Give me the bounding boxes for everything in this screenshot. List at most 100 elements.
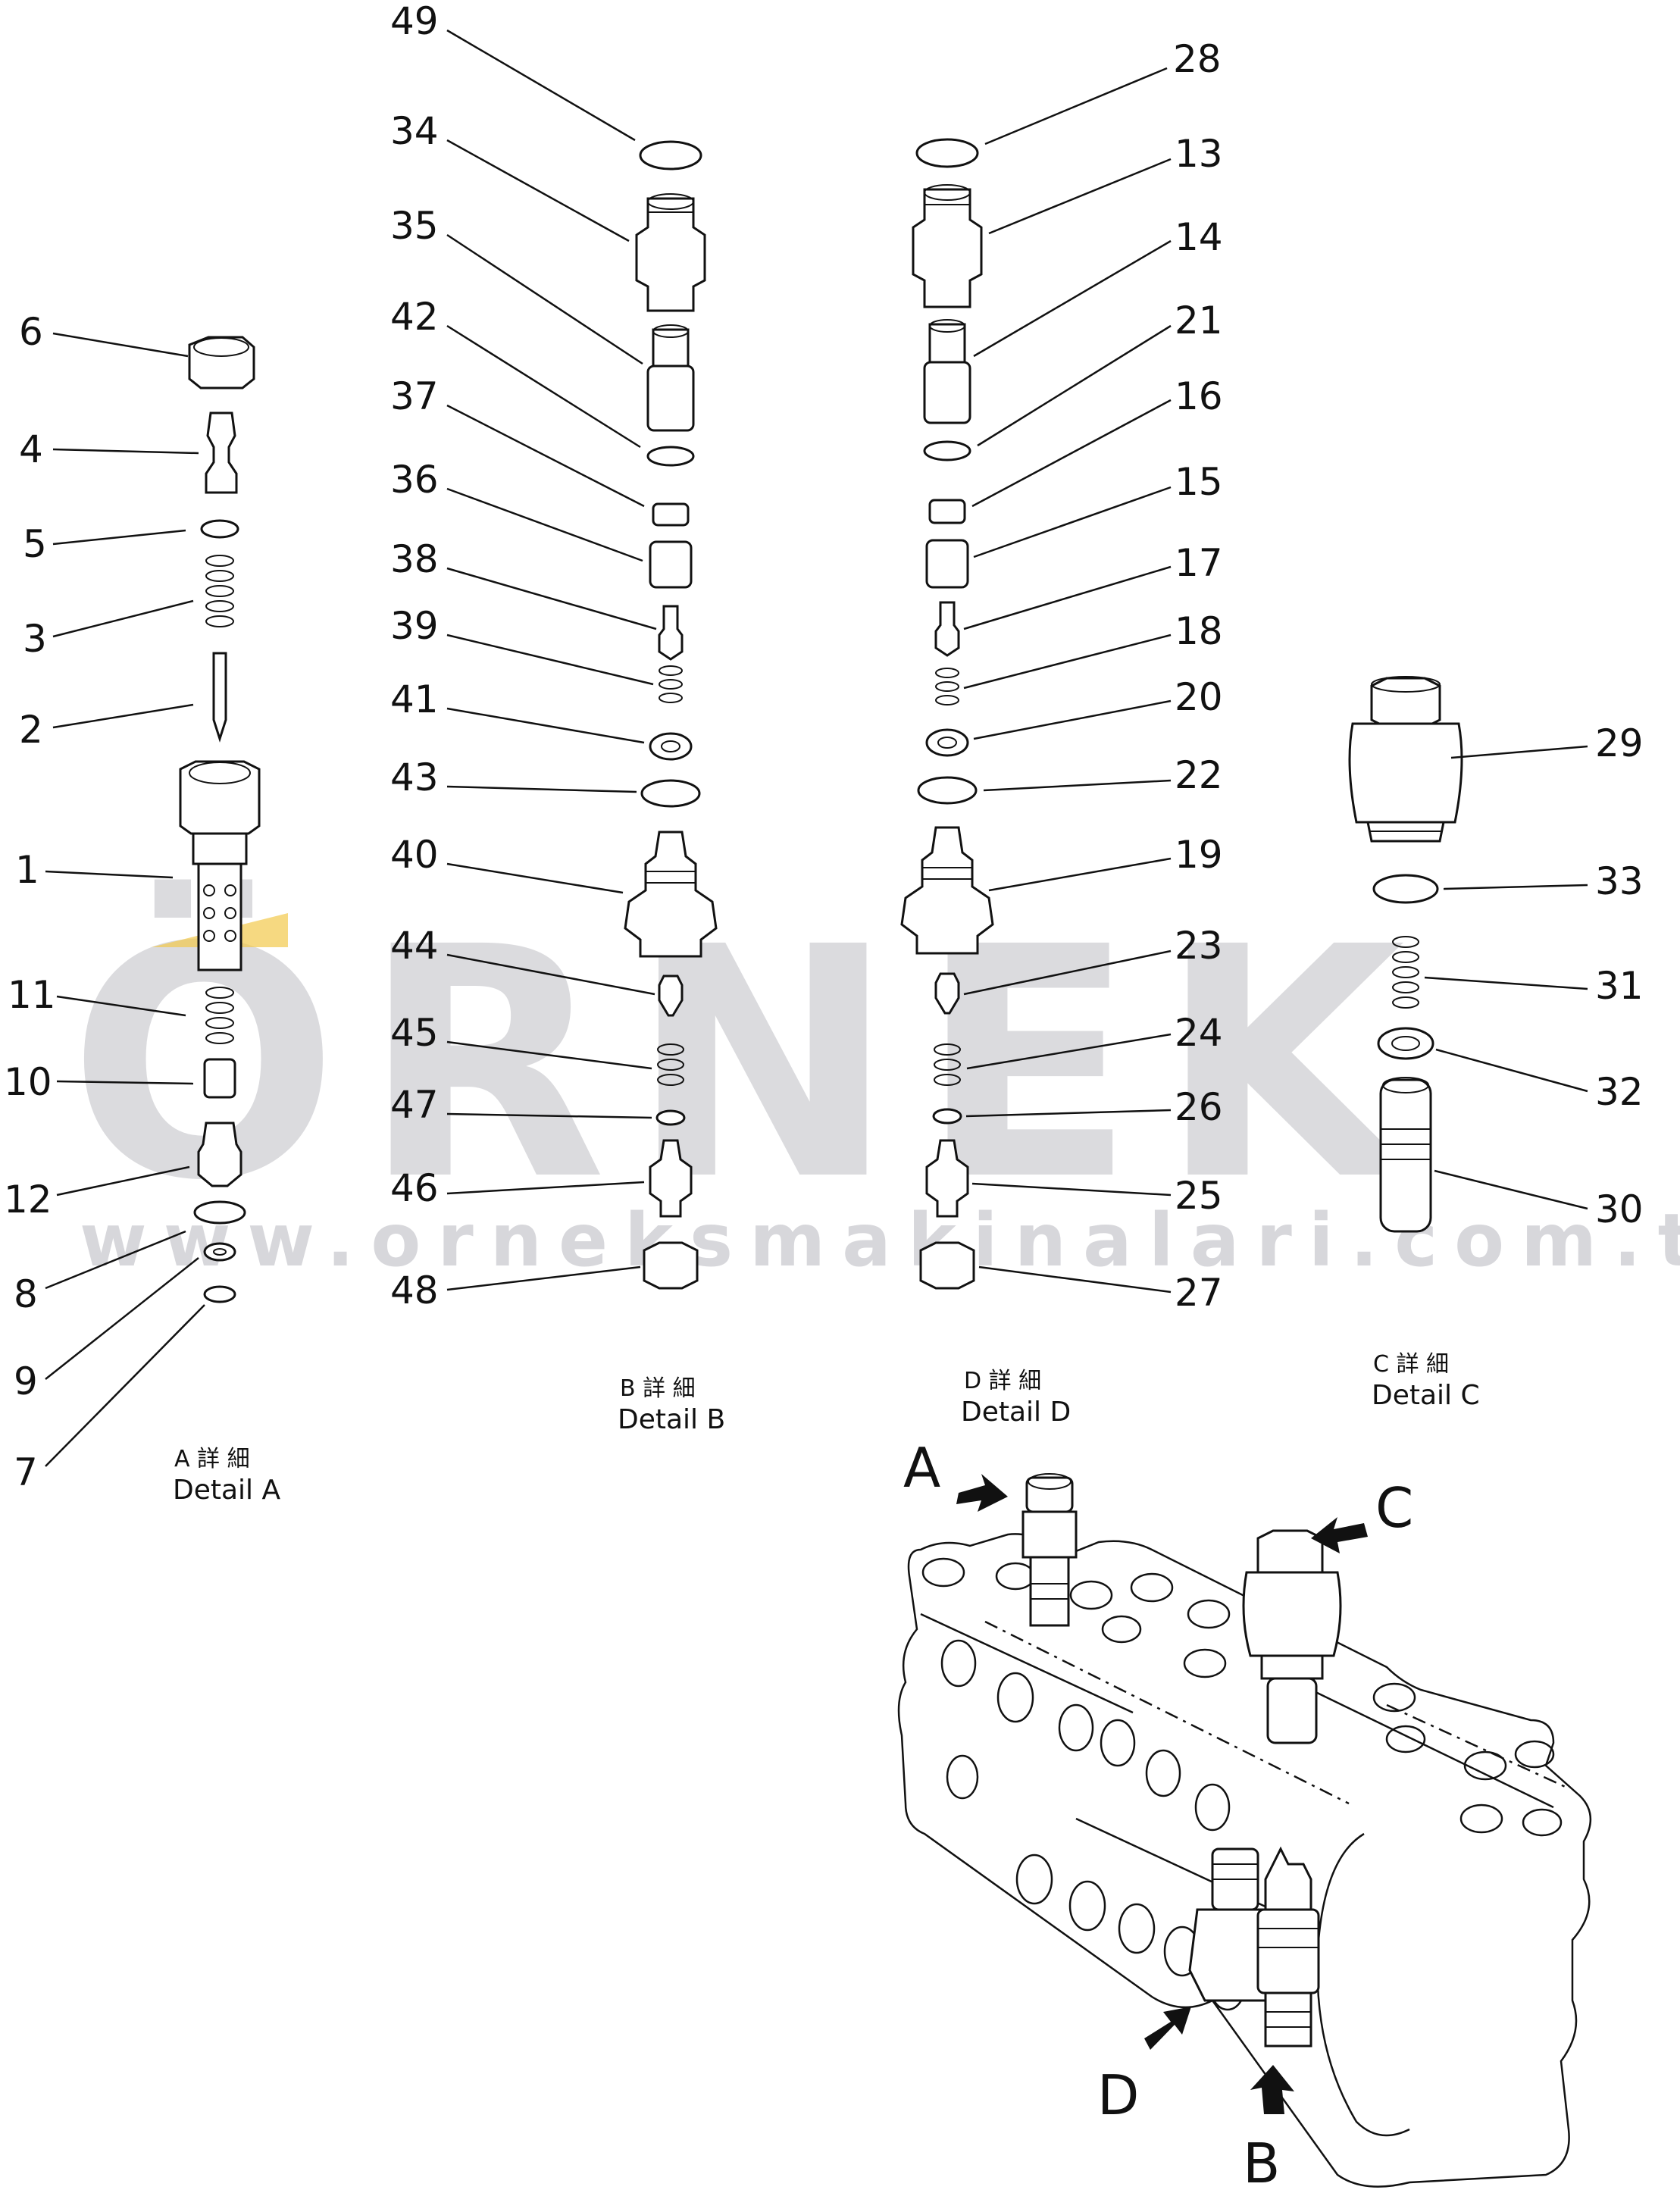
part-14-sleeve: [923, 319, 971, 424]
callout-13: 13: [1175, 132, 1223, 176]
callout-18: 18: [1175, 609, 1223, 653]
view-letter-c: C: [1375, 1476, 1413, 1540]
part-45-spring: [657, 1043, 684, 1086]
detail-c-caption-jp: C 詳 細: [1373, 1351, 1449, 1378]
callout-47: 47: [390, 1083, 439, 1127]
view-letter-a: A: [903, 1436, 940, 1500]
callout-9: 9: [14, 1359, 38, 1403]
part-39-spring: [659, 665, 683, 703]
view-a-arrow-icon: [956, 1474, 1008, 1512]
callout-27: 27: [1175, 1271, 1223, 1315]
callout-23: 23: [1175, 924, 1223, 968]
detail-b-parts: [624, 140, 718, 1290]
installed-valve-a: [1021, 1473, 1078, 1627]
part-48-nut: [643, 1241, 699, 1290]
part-26-oring: [932, 1108, 962, 1125]
callout-6: 6: [19, 310, 43, 354]
part-1-valve-body: [179, 760, 261, 971]
callout-3: 3: [23, 617, 47, 661]
callout-11: 11: [8, 973, 56, 1017]
watermark: ÖRNEK www.orneksmakinalari.com.tr: [68, 876, 1680, 1283]
callout-46: 46: [390, 1166, 439, 1210]
callout-1: 1: [15, 848, 39, 892]
callout-21: 21: [1175, 299, 1223, 343]
callout-7: 7: [14, 1450, 38, 1494]
part-30-spool: [1379, 1077, 1432, 1233]
part-24-spring: [934, 1043, 961, 1086]
detail-a-parts: [179, 336, 261, 1303]
callout-41: 41: [390, 677, 439, 721]
callout-25: 25: [1175, 1174, 1223, 1218]
part-38-poppet: [658, 605, 684, 661]
view-d-arrow-icon: [1144, 2007, 1191, 2050]
leader-lines: [45, 29, 1588, 1467]
part-19-valve-body: [900, 826, 994, 955]
detail-b-caption: Detail B: [618, 1404, 725, 1435]
part-44-poppet: [658, 974, 684, 1017]
callout-49: 49: [390, 0, 439, 43]
detail-c-caption: Detail C: [1372, 1380, 1480, 1411]
detail-d-caption: Detail D: [961, 1397, 1071, 1428]
part-29-plug: [1348, 676, 1463, 843]
callout-28: 28: [1173, 37, 1222, 81]
callout-19: 19: [1175, 833, 1223, 877]
callout-14: 14: [1175, 215, 1223, 259]
callout-29: 29: [1595, 721, 1644, 765]
part-20-washer: [925, 728, 969, 757]
callout-35: 35: [390, 204, 439, 248]
part-11-spring: [205, 987, 234, 1044]
callout-37: 37: [390, 374, 439, 418]
part-28-oring: [915, 138, 979, 168]
part-6-nut: [188, 336, 255, 389]
callout-16: 16: [1175, 374, 1223, 418]
callout-10: 10: [4, 1060, 52, 1104]
callout-2: 2: [19, 708, 43, 752]
part-3-spring: [205, 555, 234, 627]
callout-20: 20: [1175, 675, 1223, 719]
detail-d-caption-jp: D 詳 細: [964, 1368, 1041, 1394]
part-42-oring: [646, 446, 695, 467]
installed-valve-c: [1242, 1529, 1342, 1744]
part-9-washer: [203, 1242, 236, 1262]
callout-40: 40: [390, 833, 439, 877]
callout-34: 34: [390, 109, 439, 153]
callout-4: 4: [19, 427, 43, 471]
callout-31: 31: [1595, 964, 1644, 1008]
callout-12: 12: [4, 1178, 52, 1222]
part-13-plug: [912, 184, 983, 308]
part-23-poppet: [934, 972, 960, 1015]
part-34-plug: [635, 193, 706, 312]
part-33-oring: [1372, 874, 1439, 904]
part-41-washer: [649, 732, 693, 761]
callout-45: 45: [390, 1011, 439, 1055]
installed-valve-b: [1256, 1846, 1320, 2048]
part-17-poppet: [934, 601, 960, 657]
view-b-arrow-icon: [1250, 2065, 1294, 2114]
callout-8: 8: [14, 1272, 38, 1316]
control-valve-assembly: A C D B: [897, 1436, 1592, 2193]
callout-43: 43: [390, 756, 439, 799]
part-22-oring: [917, 776, 978, 805]
view-letter-b: B: [1243, 2132, 1280, 2193]
part-8-oring: [193, 1200, 246, 1225]
callout-24: 24: [1175, 1011, 1223, 1055]
part-36-seat: [649, 540, 693, 589]
part-5-oring: [200, 519, 239, 539]
callout-36: 36: [390, 458, 439, 502]
callout-44: 44: [390, 924, 439, 968]
callout-33: 33: [1595, 859, 1644, 903]
part-27-nut: [919, 1241, 975, 1290]
callout-15: 15: [1175, 460, 1223, 504]
part-18-spring: [935, 668, 959, 705]
part-47-oring: [655, 1109, 686, 1126]
callout-48: 48: [390, 1269, 439, 1312]
callout-17: 17: [1175, 541, 1223, 585]
part-7-oring: [203, 1285, 236, 1303]
part-37-ring: [652, 502, 690, 527]
part-25-screw: [925, 1139, 969, 1218]
callout-26: 26: [1175, 1085, 1223, 1129]
part-10-collar: [203, 1058, 236, 1099]
part-31-spring: [1392, 936, 1419, 1009]
part-46-screw: [649, 1139, 693, 1218]
part-49-oring: [639, 140, 702, 170]
